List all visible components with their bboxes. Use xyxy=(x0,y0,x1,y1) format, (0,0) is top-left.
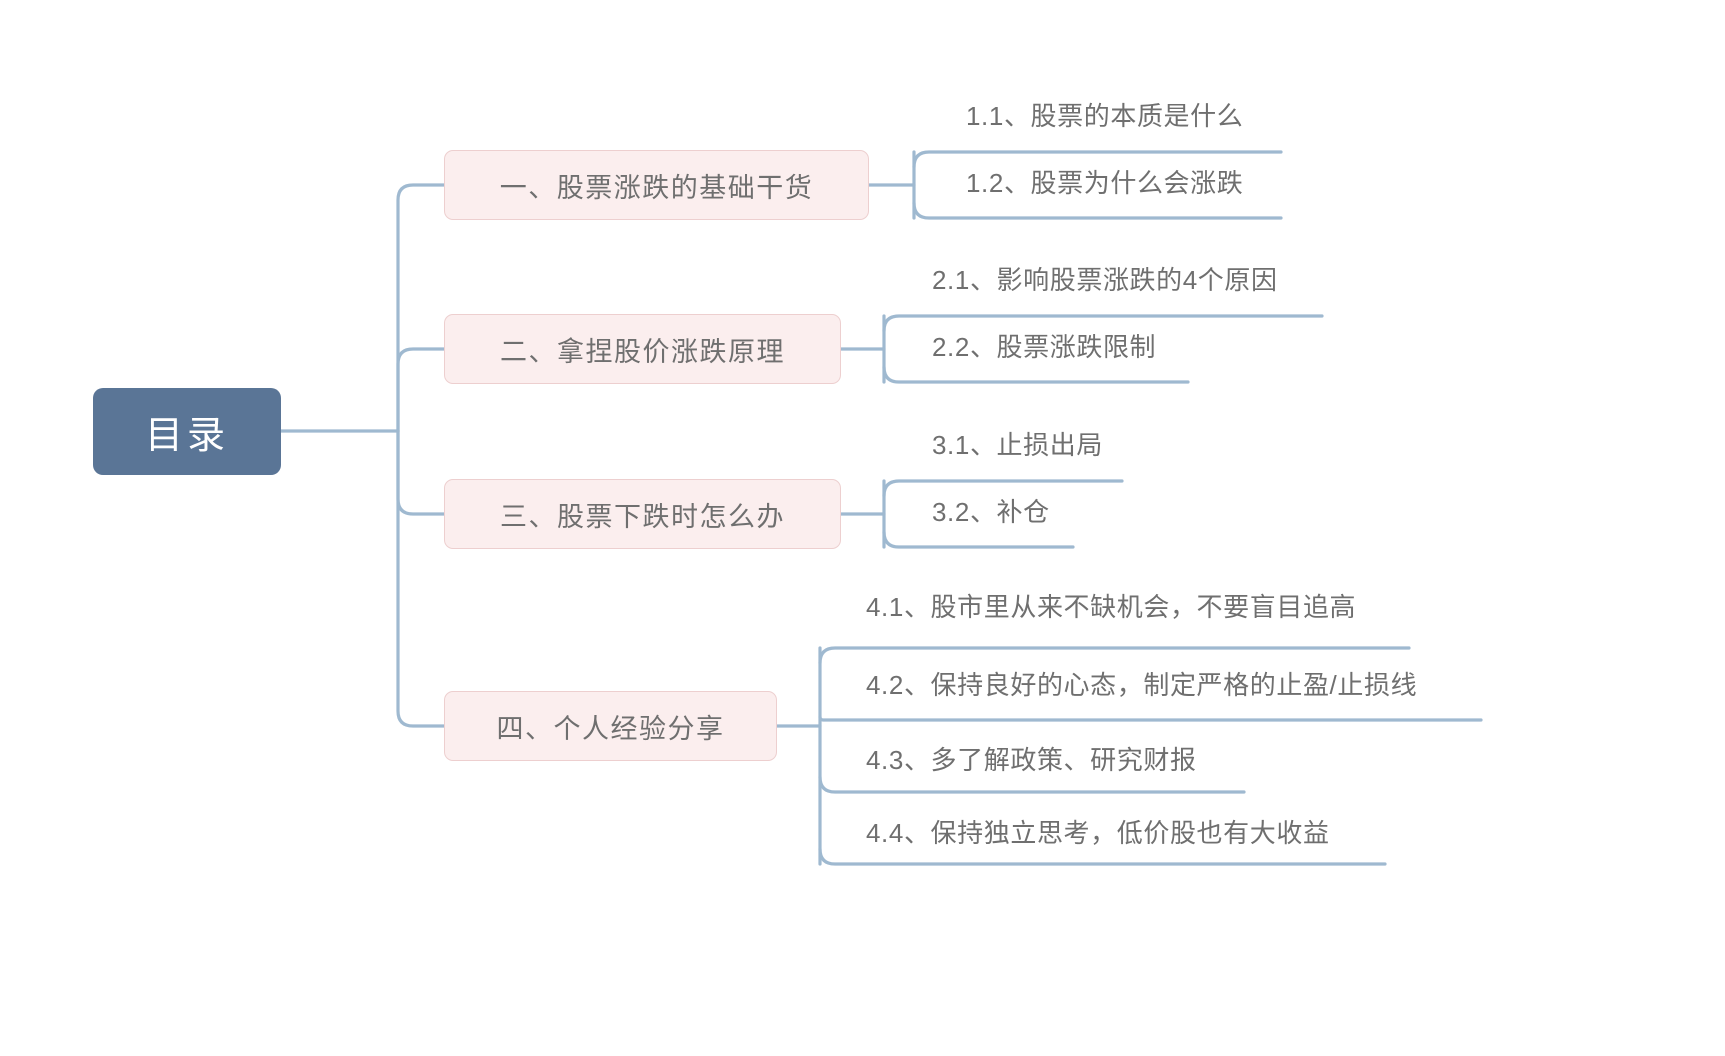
leaf-text-2-1: 2.1、影响股票涨跌的4个原因 xyxy=(932,265,1278,295)
wire-b1-leaf2 xyxy=(912,201,1283,220)
leaf-label-3-1[interactable]: 3.1、止损出局 xyxy=(932,432,1103,458)
wire-b3-leaf2 xyxy=(882,530,1075,549)
leaf-label-4-4[interactable]: 4.4、保持独立思考，低价股也有大收益 xyxy=(866,820,1330,846)
wire-trunk-b4 xyxy=(396,429,446,728)
wire-b4-leaf4 xyxy=(818,847,1387,866)
wire-trunk-b1 xyxy=(396,183,446,433)
leaf-label-2-2[interactable]: 2.2、股票涨跌限制 xyxy=(932,334,1156,360)
leaf-text-2-2: 2.2、股票涨跌限制 xyxy=(932,332,1157,362)
wire-b1-leaf1 xyxy=(912,150,1283,169)
leaf-label-1-1[interactable]: 1.1、股票的本质是什么 xyxy=(966,103,1243,129)
wire-b4-leaf2 xyxy=(818,715,1483,722)
wire-b4-leaf1 xyxy=(818,646,1411,665)
branch-node-3-label: 三、股票下跌时怎么办 xyxy=(500,501,785,532)
branch-node-4[interactable]: 四、个人经验分享 xyxy=(444,691,777,761)
leaf-text-4-1: 4.1、股市里从来不缺机会，不要盲目追高 xyxy=(866,592,1357,622)
wire-b4-leaf3 xyxy=(818,775,1246,794)
branch-node-1[interactable]: 一、股票涨跌的基础干货 xyxy=(444,150,869,220)
root-node[interactable]: 目录 xyxy=(93,388,281,475)
leaf-label-4-2[interactable]: 4.2、保持良好的心态，制定严格的止盈/止损线 xyxy=(866,672,1417,698)
leaf-text-4-4: 4.4、保持独立思考，低价股也有大收益 xyxy=(866,818,1330,848)
branch-node-2[interactable]: 二、拿捏股价涨跌原理 xyxy=(444,314,841,384)
branch-node-4-label: 四、个人经验分享 xyxy=(496,713,725,744)
leaf-text-4-3: 4.3、多了解政策、研究财报 xyxy=(866,745,1197,775)
leaf-label-3-2[interactable]: 3.2、补仓 xyxy=(932,499,1050,525)
leaf-text-1-2: 1.2、股票为什么会涨跌 xyxy=(966,168,1244,198)
branch-node-2-label: 二、拿捏股价涨跌原理 xyxy=(500,336,785,367)
wire-trunk-b3 xyxy=(396,429,446,516)
leaf-label-4-3[interactable]: 4.3、多了解政策、研究财报 xyxy=(866,747,1197,773)
branch-node-3[interactable]: 三、股票下跌时怎么办 xyxy=(444,479,841,549)
leaf-text-3-1: 3.1、止损出局 xyxy=(932,430,1103,460)
leaf-label-4-1[interactable]: 4.1、股市里从来不缺机会，不要盲目追高 xyxy=(866,594,1356,620)
wire-b2-leaf2 xyxy=(882,365,1190,384)
wire-trunk-b2 xyxy=(396,347,446,433)
wire-b3-leaf1 xyxy=(882,479,1124,498)
leaf-text-3-2: 3.2、补仓 xyxy=(932,497,1050,527)
root-node-label: 目录 xyxy=(144,415,229,457)
branch-node-1-label: 一、股票涨跌的基础干货 xyxy=(499,172,814,203)
wire-b2-leaf1 xyxy=(882,314,1324,333)
leaf-text-4-2: 4.2、保持良好的心态，制定严格的止盈/止损线 xyxy=(866,670,1418,700)
leaf-label-1-2[interactable]: 1.2、股票为什么会涨跌 xyxy=(966,170,1243,196)
leaf-label-2-1[interactable]: 2.1、影响股票涨跌的4个原因 xyxy=(932,267,1278,293)
leaf-text-1-1: 1.1、股票的本质是什么 xyxy=(966,101,1244,131)
